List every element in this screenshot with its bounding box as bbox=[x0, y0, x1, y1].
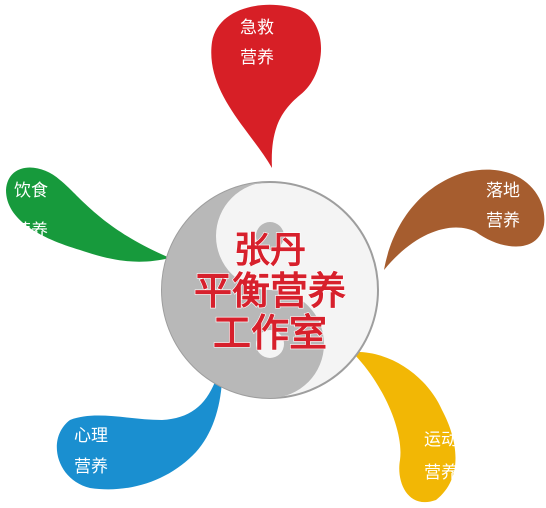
petal-grounded-shape bbox=[384, 169, 545, 270]
petal-emergency-label-2: 营养 bbox=[240, 48, 274, 68]
petal-psychology-shape bbox=[56, 360, 223, 490]
petal-diet-label-1: 饮食 bbox=[14, 181, 48, 201]
center-title-line-3: 工作室 bbox=[213, 311, 327, 355]
petal-emergency-label-1: 急救 bbox=[240, 18, 274, 38]
center-title-line-2: 平衡营养 bbox=[194, 269, 346, 313]
petal-grounded-label-2: 营养 bbox=[486, 211, 520, 231]
petal-grounded-label-1: 落地 bbox=[486, 181, 520, 201]
petal-exercise-shape bbox=[352, 351, 456, 503]
center-title-line-1: 张丹 bbox=[234, 230, 306, 271]
petal-diet-shape bbox=[6, 167, 170, 262]
petal-psychology-label-2: 营养 bbox=[74, 457, 108, 477]
petal-exercise-label-2: 营养 bbox=[424, 463, 458, 483]
petal-diet-label-2: 营养 bbox=[14, 221, 48, 241]
yin-yang-icon bbox=[161, 181, 379, 399]
petal-emergency-shape bbox=[211, 4, 322, 168]
petal-psychology-label-1: 心理 bbox=[74, 426, 108, 446]
petal-exercise-label-1: 运动 bbox=[424, 430, 458, 450]
